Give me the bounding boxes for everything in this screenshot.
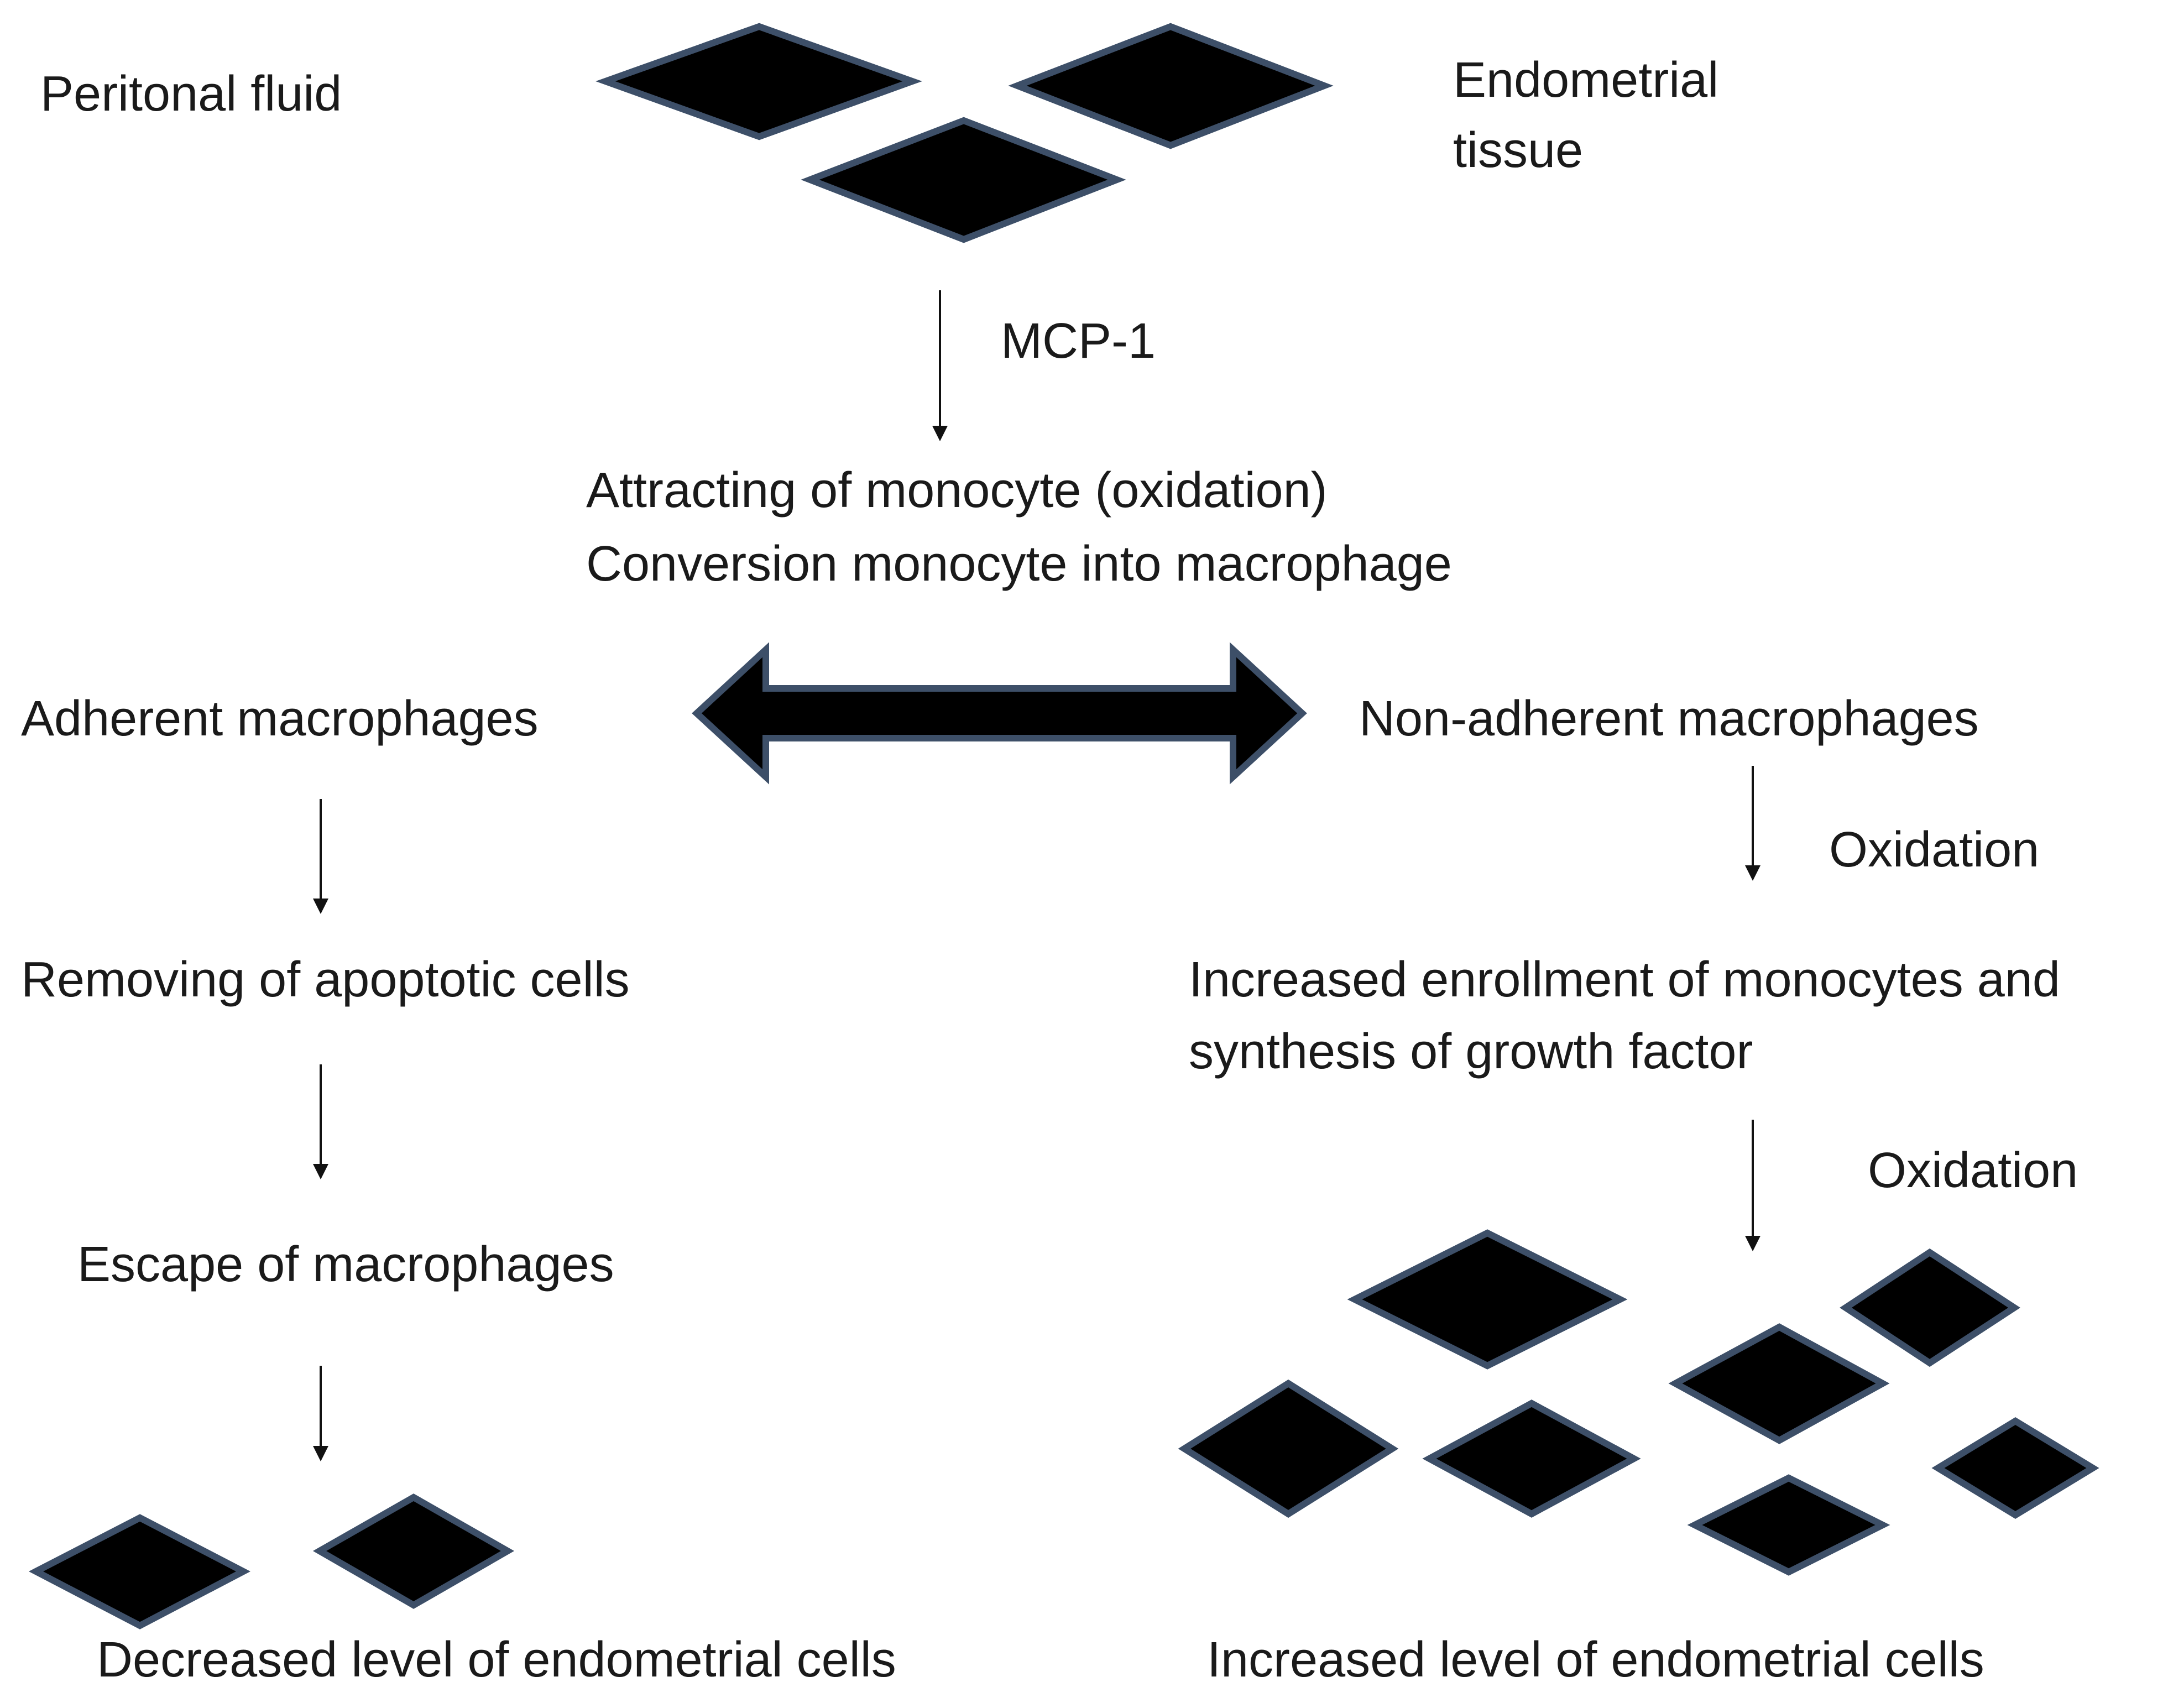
cell-diamond-right-6 <box>1931 1417 2099 1519</box>
cell-diamond-left-2 <box>312 1493 515 1609</box>
left-arrow-3 <box>313 1366 328 1461</box>
peritoneal-fluid-label: Peritonal fluid <box>40 66 342 122</box>
tissue-diamond-1 <box>595 23 922 140</box>
double-headed-arrow-icon <box>692 642 1307 785</box>
increased-cells-cluster <box>1178 1229 2099 1576</box>
endometrial-tissue-label-line1: Endometrial <box>1453 53 1719 108</box>
cell-diamond-left-1 <box>28 1514 250 1629</box>
cell-diamond-right-7 <box>1687 1474 1890 1576</box>
decreased-cells-cluster <box>28 1493 515 1629</box>
decreased-level-text: Decreased level of endometrial cells <box>97 1632 896 1688</box>
endometrial-tissue-cluster <box>595 23 1334 243</box>
right-arrow-2 <box>1745 1120 1760 1251</box>
cell-diamond-right-3 <box>1668 1323 1890 1444</box>
attracting-monocyte-text: Attracting of monocyte (oxidation) <box>586 463 1328 518</box>
removing-apoptotic-cells-text: Removing of apoptotic cells <box>21 952 630 1007</box>
oxidation-label-2: Oxidation <box>1868 1143 2078 1198</box>
cell-diamond-right-4 <box>1178 1379 1399 1518</box>
cell-diamond-right-2 <box>1840 1248 2020 1367</box>
tissue-diamond-3 <box>801 117 1126 243</box>
increased-level-text: Increased level of endometrial cells <box>1207 1632 1984 1688</box>
right-arrow-1 <box>1745 766 1760 881</box>
non-adherent-macrophages-label: Non-adherent macrophages <box>1359 691 1979 746</box>
oxidation-label-1: Oxidation <box>1829 822 2040 877</box>
left-arrow-1 <box>313 799 328 914</box>
endometrial-tissue-label-line2: tissue <box>1453 123 1584 178</box>
cell-diamond-right-1 <box>1347 1229 1628 1370</box>
mcp1-label: MCP-1 <box>1001 314 1156 369</box>
cell-diamond-right-5 <box>1422 1399 1641 1518</box>
adherent-macrophages-label: Adherent macrophages <box>21 691 539 746</box>
tissue-diamond-2 <box>1008 23 1334 149</box>
escape-of-macrophages-text: Escape of macrophages <box>77 1237 614 1292</box>
mcp1-arrow <box>932 290 948 441</box>
left-arrow-2 <box>313 1064 328 1179</box>
conversion-monocyte-text: Conversion monocyte into macrophage <box>586 536 1452 592</box>
increased-enrollment-text-line2: synthesis of growth factor <box>1189 1024 1753 1079</box>
increased-enrollment-text-line1: Increased enrollment of monocytes and <box>1189 952 2060 1007</box>
